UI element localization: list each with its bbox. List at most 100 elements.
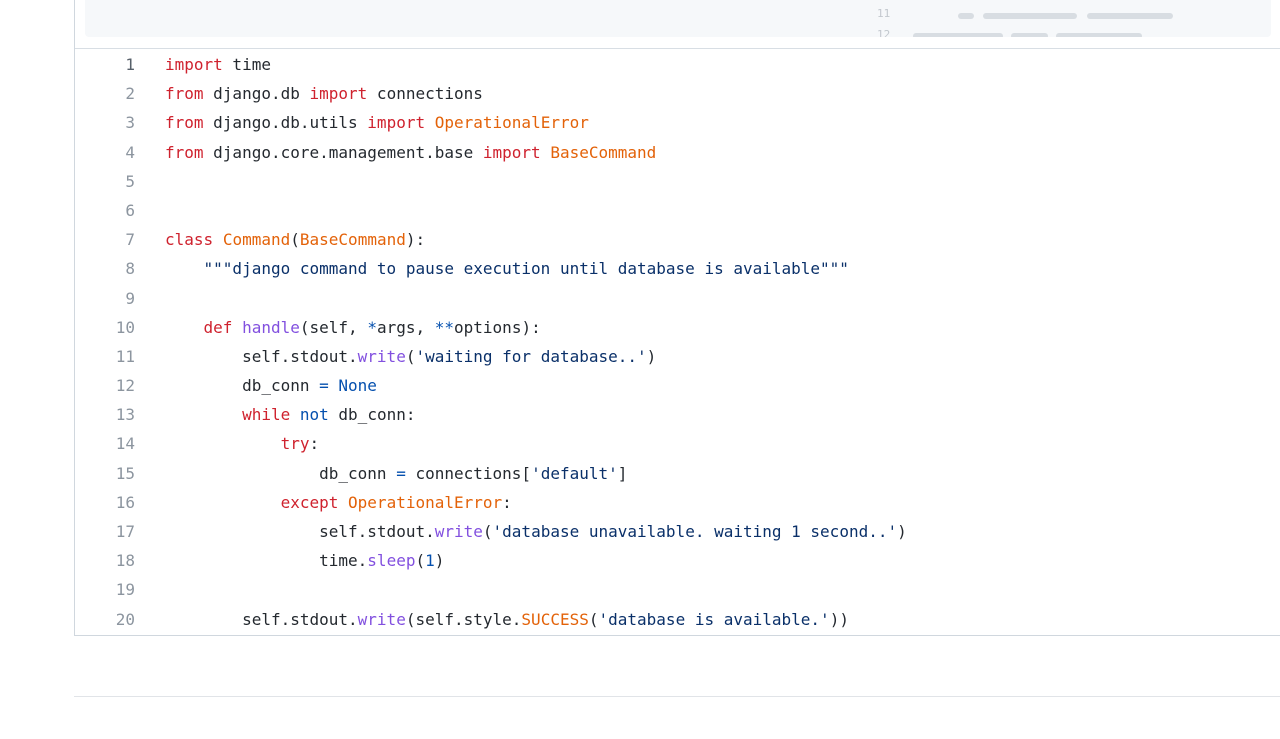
code-token: db_conn xyxy=(165,463,397,483)
code-text: except OperationalError: xyxy=(165,488,512,517)
code-token: import xyxy=(309,84,368,104)
code-token xyxy=(329,376,339,395)
code-text: import time xyxy=(165,50,271,79)
code-token: ( xyxy=(588,609,599,629)
line-number[interactable]: 14 xyxy=(115,434,135,454)
line-number[interactable]: 2 xyxy=(125,84,135,104)
divider xyxy=(75,48,1280,49)
code-line: 5 xyxy=(75,167,1280,196)
code-token: 'database unavailable. waiting 1 second.… xyxy=(492,522,898,541)
preview-code-bar xyxy=(913,33,1003,37)
code-token: 'default' xyxy=(531,463,618,483)
code-token xyxy=(165,259,204,278)
code-token: import xyxy=(165,55,223,74)
code-token xyxy=(425,113,435,132)
code-token xyxy=(165,318,204,337)
divider xyxy=(74,696,1280,697)
code-line: 2 from django.db import connections xyxy=(75,79,1280,108)
code-line: 12 db_conn = None xyxy=(75,371,1280,400)
code-token: ) xyxy=(897,522,907,541)
code-token: class xyxy=(165,230,214,250)
preview-code-bar xyxy=(958,13,974,19)
code-text: from django.db.utils import OperationalE… xyxy=(165,108,589,137)
code-line: 11 self.stdout.write('waiting for databa… xyxy=(75,342,1280,371)
line-number[interactable]: 7 xyxy=(125,230,135,250)
line-number[interactable]: 19 xyxy=(115,580,135,600)
line-number[interactable]: 18 xyxy=(115,551,135,571)
code-text: db_conn = connections['default'] xyxy=(165,459,627,488)
code-token: from xyxy=(165,113,204,133)
preview-code-bar xyxy=(1087,13,1173,19)
code-line: 14 try: xyxy=(75,429,1280,458)
code-token: ( xyxy=(290,230,300,250)
code-text: from django.core.management.base import … xyxy=(165,138,656,167)
code-token: write xyxy=(434,522,483,541)
code-text: from django.db import connections xyxy=(165,79,483,108)
code-token xyxy=(338,493,348,512)
code-token: def xyxy=(203,317,233,337)
code-token: OperationalError xyxy=(348,492,503,512)
code-line: 3 from django.db.utils import Operational… xyxy=(75,108,1280,137)
code-text: time.sleep(1) xyxy=(165,546,444,575)
line-number[interactable]: 9 xyxy=(125,288,135,308)
code-token: (self, xyxy=(299,317,368,337)
line-number[interactable]: 8 xyxy=(125,259,135,279)
line-number[interactable]: 10 xyxy=(115,317,135,337)
line-number[interactable]: 13 xyxy=(115,405,135,425)
code-token: : xyxy=(309,434,320,454)
code-token: )) xyxy=(829,609,849,629)
preview-code-bar xyxy=(1056,33,1142,37)
code-token: = xyxy=(319,376,329,396)
line-number[interactable]: 12 xyxy=(115,376,135,396)
code-token: self.stdout. xyxy=(165,346,358,366)
code-token: Command xyxy=(222,230,291,250)
previous-file-preview: 11 12 xyxy=(85,0,1271,37)
code-text: self.stdout.write('database unavailable.… xyxy=(165,517,907,546)
line-number[interactable]: 1 xyxy=(125,55,135,74)
preview-code-bar xyxy=(983,13,1077,19)
line-number[interactable]: 3 xyxy=(125,113,135,133)
code-token: from xyxy=(165,142,204,162)
code-token xyxy=(541,143,551,162)
code-token: self.stdout. xyxy=(165,609,358,629)
line-number[interactable]: 20 xyxy=(115,609,135,629)
code-line: 15 db_conn = connections['default'] xyxy=(75,459,1280,488)
code-token: args, xyxy=(376,317,435,337)
line-number[interactable]: 16 xyxy=(115,492,135,512)
code-token: ( xyxy=(405,346,416,366)
code-token: connections[ xyxy=(405,463,532,483)
code-token: OperationalError xyxy=(434,113,589,133)
code-token: write xyxy=(357,609,406,629)
code-token: options): xyxy=(454,317,541,337)
code-token: """django command to pause execution unt… xyxy=(203,259,849,279)
code-token: (self.style. xyxy=(405,609,522,629)
code-token: 'database is available.' xyxy=(598,609,830,629)
code-line: 10 def handle(self, *args, **options): xyxy=(75,313,1280,342)
code-file-view: 11 12 1 import time 2 from django.db import… xyxy=(74,0,1280,636)
code-token: django.db.utils xyxy=(203,113,368,133)
line-number[interactable]: 15 xyxy=(115,463,135,483)
code-token: db_conn xyxy=(165,376,320,396)
code-token: : xyxy=(502,492,512,512)
code-token xyxy=(213,230,223,249)
code-token xyxy=(165,434,281,453)
preview-line-number: 12 xyxy=(877,28,891,37)
code-line: 6 xyxy=(75,196,1280,225)
code-token: ] xyxy=(617,463,628,483)
line-number[interactable]: 5 xyxy=(125,171,135,191)
code-token xyxy=(165,493,281,512)
code-token: connections xyxy=(367,84,483,104)
code-token: BaseCommand xyxy=(299,230,406,250)
code-token: import xyxy=(482,142,541,162)
line-number[interactable]: 11 xyxy=(115,346,135,366)
code-line: 9 xyxy=(75,284,1280,313)
line-number[interactable]: 4 xyxy=(125,142,135,162)
line-number[interactable]: 17 xyxy=(115,522,135,541)
code-token xyxy=(232,318,242,337)
code-line: 17 self.stdout.write('database unavailab… xyxy=(75,517,1280,546)
line-number[interactable]: 6 xyxy=(125,200,135,220)
code-text: while not db_conn: xyxy=(165,400,415,429)
code-line: 1 import time xyxy=(75,50,1280,79)
